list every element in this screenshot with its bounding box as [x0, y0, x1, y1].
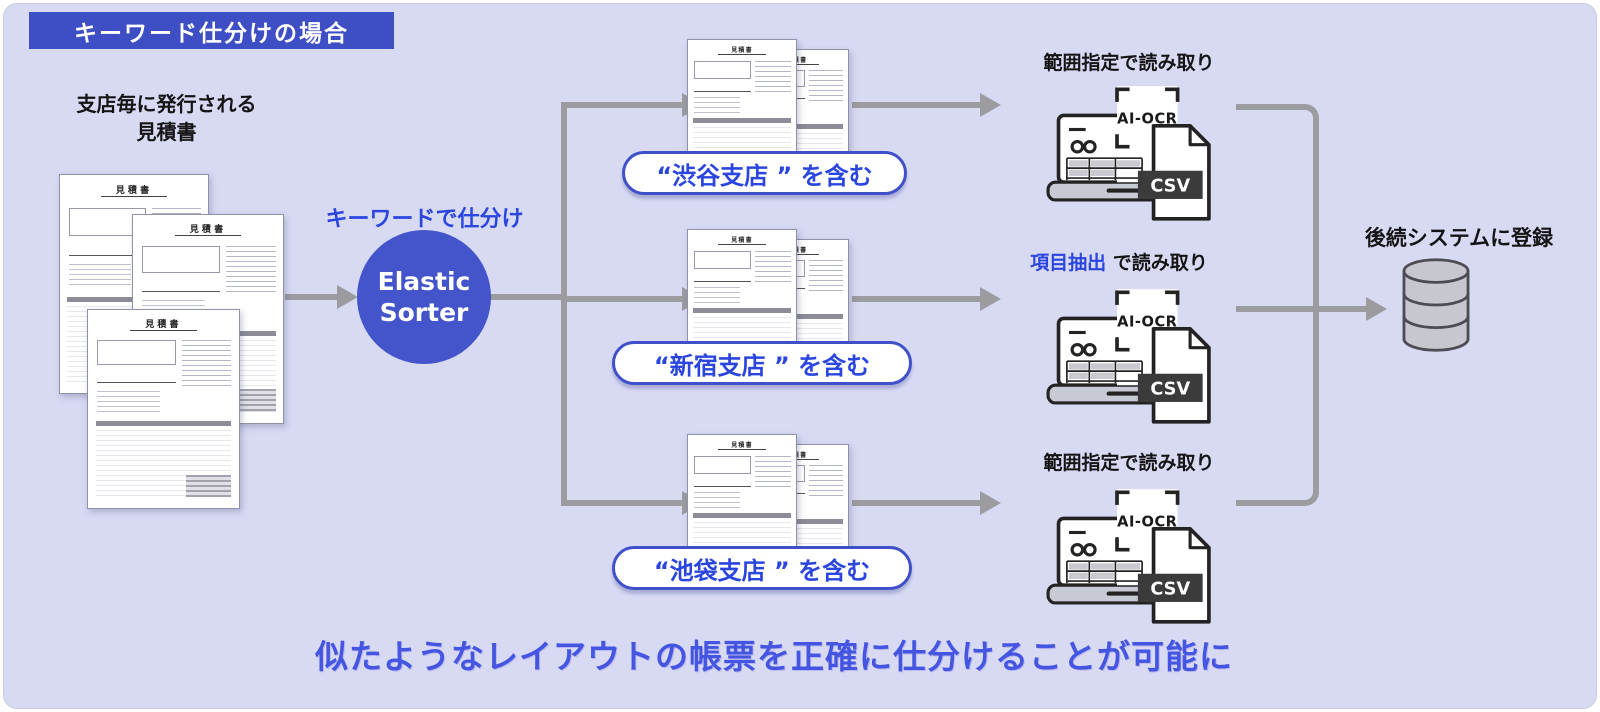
document-amount-line	[694, 276, 751, 282]
elastic-sorter-name-line1: Elastic	[377, 266, 471, 296]
keyword-pill-label: “池袋支店 ” を含む	[653, 556, 871, 585]
ai-ocr-csv-icon-bottom	[1046, 487, 1211, 625]
document-address-lines	[808, 464, 843, 497]
ocr-read-label-rest: 範囲指定で読み取り	[1043, 452, 1215, 474]
document-address-lines	[181, 339, 232, 388]
document-total-block	[186, 475, 232, 498]
elastic-sorter-name-line2: Sorter	[379, 298, 469, 327]
document-address-lines	[754, 251, 791, 285]
document-field-box	[97, 339, 176, 366]
arrow-branch-top	[564, 93, 703, 117]
document-amount-line	[97, 375, 176, 384]
document-address-lines	[226, 246, 276, 297]
ocr-read-label-bottom: 範囲指定で読み取り	[994, 448, 1264, 475]
ocr-read-label-rest: で読み取り	[1106, 252, 1208, 274]
document-meta-lines	[97, 391, 161, 413]
flow-line-merge-top	[1236, 104, 1319, 312]
document-title: 見積書	[718, 235, 766, 245]
source-caption-line1: 支店毎に発行される	[76, 92, 257, 116]
arrow-to-database	[1236, 297, 1387, 321]
document-address-lines	[754, 456, 791, 490]
elastic-sorter-node: Elastic Sorter	[357, 230, 491, 364]
document-amount-line	[694, 481, 751, 487]
document-meta-lines	[694, 97, 740, 113]
destination-label: 後続システムに登録	[1364, 226, 1554, 250]
ocr-read-label-middle: 項目抽出 で読み取り	[984, 248, 1254, 275]
source-caption: 支店毎に発行される 見積書	[59, 90, 274, 146]
arrow-to-ocr-middle	[852, 287, 1001, 311]
ocr-read-label-highlight: 項目抽出	[1030, 252, 1107, 274]
document-amount-line	[68, 247, 146, 256]
source-document-stack: 見積書 見積書 見積書	[42, 169, 287, 509]
keyword-pill-label: “新宿支店 ” を含む	[653, 351, 871, 380]
document-meta-lines	[694, 287, 740, 303]
document-address-lines	[808, 259, 843, 292]
ai-ocr-csv-icon-middle	[1046, 287, 1211, 425]
footer-caption: 似たようなレイアウトの帳票を正確に仕分けることが可能に	[315, 637, 1233, 676]
document-amount-line	[694, 86, 751, 92]
document-amount-line	[142, 284, 220, 292]
source-caption-line2: 見積書	[136, 120, 197, 144]
keyword-pill-ikebukuro: “池袋支店 ” を含む	[612, 546, 912, 590]
arrow-source-to-sorter	[285, 285, 358, 309]
document-title: 見積書	[130, 317, 197, 331]
title-banner: キーワード仕分けの場合	[29, 12, 394, 49]
document-address-lines	[808, 69, 843, 102]
document-field-box	[142, 246, 220, 274]
document-address-lines	[754, 61, 791, 95]
arrow-to-ocr-top	[852, 93, 1001, 117]
document-field-box	[694, 61, 751, 80]
ocr-read-label-top: 範囲指定で読み取り	[994, 48, 1264, 75]
flow-line-branch-vertical	[561, 102, 567, 506]
document-title: 見積書	[101, 183, 167, 197]
keyword-sort-label: キーワードで仕分け	[325, 207, 524, 232]
title-banner-label: キーワード仕分けの場合	[74, 20, 349, 47]
document-field-box	[694, 456, 751, 475]
arrow-to-ocr-bottom	[852, 491, 1001, 515]
keyword-pill-shibuya: “渋谷支店 ” を含む	[622, 151, 907, 195]
document-total-block	[230, 388, 276, 412]
arrow-branch-bottom	[564, 491, 703, 515]
document-title: 見積書	[175, 222, 241, 237]
flow-line-sorter-out	[488, 294, 564, 300]
ai-ocr-csv-icon-top	[1046, 84, 1211, 222]
document-meta-lines	[694, 492, 740, 508]
flow-line-merge-bottom	[1236, 306, 1319, 506]
arrow-branch-middle	[564, 287, 703, 311]
document-field-box	[694, 251, 751, 270]
diagram-canvas: キーワード仕分けの場合 支店毎に発行される 見積書 見積書 見積書 見積書 キー…	[3, 3, 1597, 709]
keyword-pill-label: “渋谷支店 ” を含む	[656, 161, 873, 190]
document-meta-lines	[68, 264, 132, 289]
database-icon	[1398, 256, 1474, 354]
ocr-read-label-rest: 範囲指定で読み取り	[1043, 52, 1215, 74]
document-title: 見積書	[718, 440, 766, 450]
document-title: 見積書	[718, 45, 766, 55]
quote-document: 見積書	[87, 309, 240, 509]
keyword-pill-shinjuku: “新宿支店 ” を含む	[612, 341, 912, 385]
